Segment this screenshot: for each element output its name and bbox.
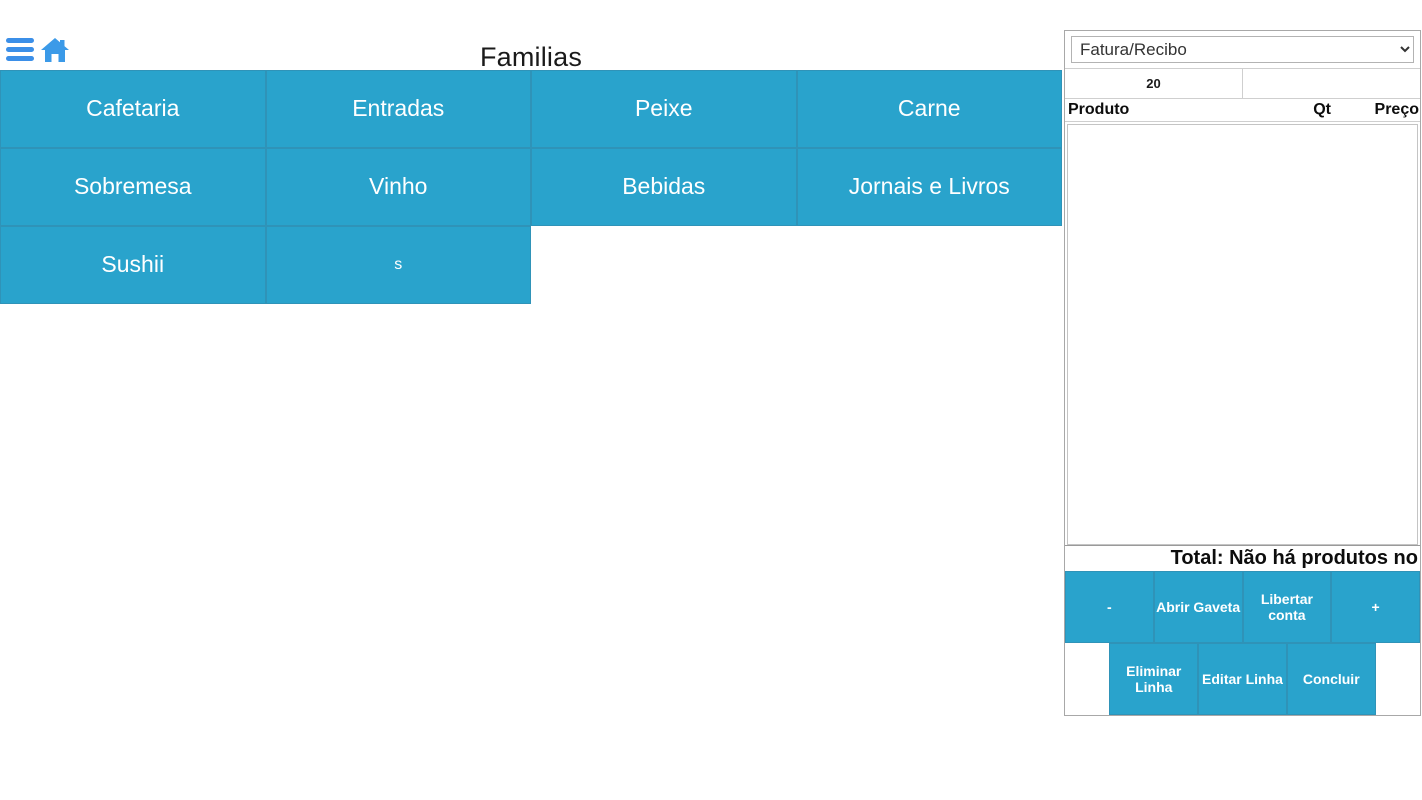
family-button[interactable]: Jornais e Livros bbox=[796, 148, 1062, 226]
column-header-preco: Preço bbox=[1374, 101, 1419, 118]
family-button[interactable]: Sushii bbox=[0, 226, 266, 304]
page-title: Familias bbox=[479, 42, 583, 72]
hamburger-bar-2 bbox=[6, 47, 34, 52]
order-meta-row: 20 bbox=[1065, 68, 1420, 99]
hamburger-menu-icon[interactable] bbox=[6, 38, 34, 62]
document-type-select[interactable]: Fatura/Recibo bbox=[1071, 36, 1414, 63]
family-button[interactable]: Peixe bbox=[531, 70, 797, 148]
column-header-qt: Qt bbox=[1313, 101, 1331, 118]
top-bar: Familias bbox=[0, 0, 1062, 72]
family-button[interactable]: Carne bbox=[796, 70, 1062, 148]
action-button[interactable]: Abrir Gaveta bbox=[1153, 571, 1243, 643]
secondary-meta-cell[interactable] bbox=[1243, 69, 1420, 98]
action-button[interactable]: Concluir bbox=[1286, 643, 1376, 715]
family-button[interactable]: Vinho bbox=[265, 148, 531, 226]
action-button[interactable]: Libertar conta bbox=[1242, 571, 1332, 643]
order-total: Total: Não há produtos no bbox=[1065, 545, 1420, 571]
family-button[interactable]: s bbox=[265, 226, 531, 304]
home-icon[interactable] bbox=[39, 34, 71, 66]
action-button[interactable]: Eliminar Linha bbox=[1109, 643, 1199, 715]
family-button[interactable]: Entradas bbox=[265, 70, 531, 148]
order-panel: Fatura/Recibo 20 Produto Qt Preço Total:… bbox=[1064, 30, 1421, 716]
document-type-wrapper: Fatura/Recibo bbox=[1065, 31, 1420, 63]
hamburger-bar-3 bbox=[6, 56, 34, 61]
action-button[interactable]: + bbox=[1331, 571, 1420, 643]
product-list[interactable] bbox=[1067, 124, 1418, 545]
family-button[interactable]: Bebidas bbox=[531, 148, 797, 226]
action-spacer bbox=[1375, 643, 1420, 715]
home-icon-svg bbox=[41, 38, 69, 62]
table-number-cell[interactable]: 20 bbox=[1065, 69, 1243, 98]
column-header-produto: Produto bbox=[1068, 101, 1130, 118]
family-button[interactable]: Cafetaria bbox=[0, 70, 266, 148]
action-spacer bbox=[1065, 643, 1110, 715]
action-button[interactable]: Editar Linha bbox=[1198, 643, 1287, 715]
action-button[interactable]: - bbox=[1065, 571, 1154, 643]
hamburger-bar-1 bbox=[6, 38, 34, 43]
family-button[interactable]: Sobremesa bbox=[0, 148, 266, 226]
product-list-empty-state bbox=[1068, 125, 1417, 544]
product-table-header: Produto Qt Preço bbox=[1065, 99, 1420, 122]
